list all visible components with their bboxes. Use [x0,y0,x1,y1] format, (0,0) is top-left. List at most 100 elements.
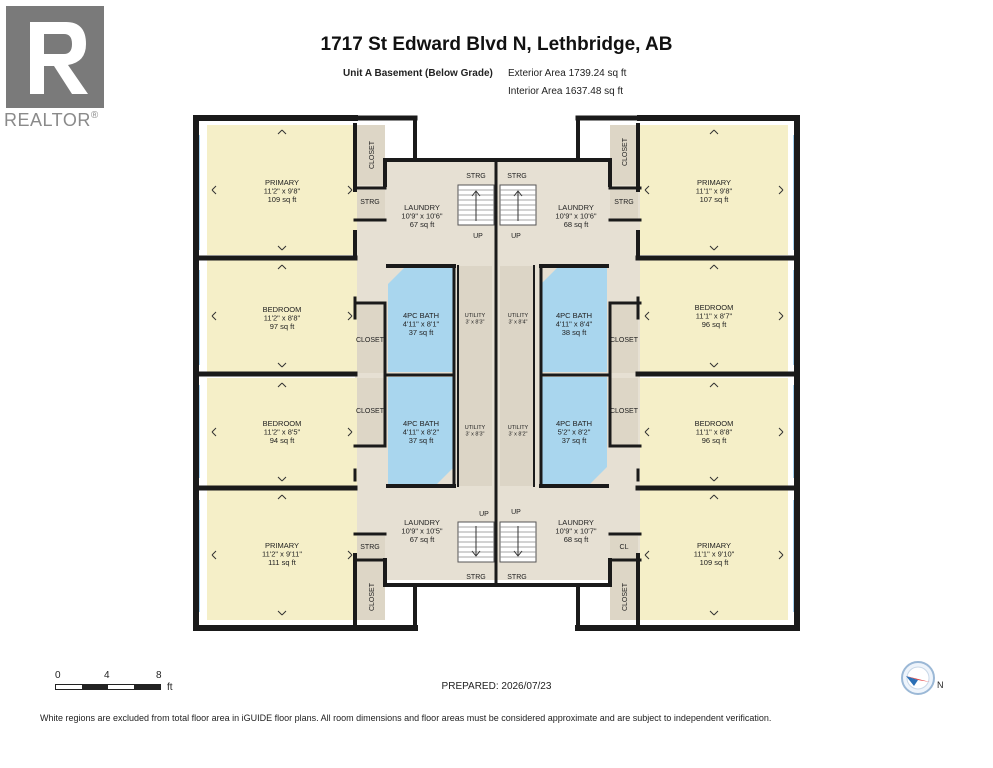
dim-arrow [277,129,287,135]
dim-arrow [778,311,784,321]
bedroom-floor [640,260,788,372]
realtor-wordmark: REALTOR® [4,110,99,130]
dim-arrow [709,476,719,482]
closet-label: CLOSET [610,337,639,344]
bedroom-floor [207,125,357,255]
dim-arrow [211,311,217,321]
closet-floor [610,305,638,373]
stair-arrow-head [471,190,481,197]
dim-arrow [778,550,784,560]
closet-floor [357,562,385,620]
closet-floor [357,125,385,185]
realtor-r-icon [30,22,88,94]
dim-arrow [211,550,217,560]
dim-arrow [277,610,287,616]
strg-label: STRG [360,199,379,206]
bedroom-floor [207,490,357,620]
closet-label: CLOSET [356,337,385,344]
closet-floor [357,536,385,562]
dim-arrow [277,382,287,388]
dim-arrow [347,185,353,195]
dim-arrow [644,550,650,560]
bedroom-floor [640,490,788,620]
dim-arrow [277,245,287,251]
dim-arrow [709,264,719,270]
up-label: UP [473,233,483,240]
stair-arrow-head [471,550,481,557]
dim-arrow [277,494,287,500]
dim-arrow [347,427,353,437]
dim-arrow [277,362,287,368]
closet-floor [610,562,638,620]
exterior-area: Exterior Area 1739.24 sq ft [508,68,627,79]
closet-floor [610,125,638,185]
dim-arrow [709,382,719,388]
strg-label: STRG [360,544,379,551]
strg-label: STRG [466,574,485,581]
strg-label: STRG [466,173,485,180]
dim-arrow [277,476,287,482]
bath-floor [541,377,607,485]
dim-arrow [277,264,287,270]
prepared-date: PREPARED: 2026/07/23 [441,681,552,692]
scale-label-4: 4 [104,670,110,681]
dimension-arrows [211,129,784,616]
dim-arrow [778,427,784,437]
bedroom-floor [640,125,788,255]
closet-label: CLOSET [622,582,629,611]
closet-label: CLOSET [610,408,639,415]
disclaimer: White regions are excluded from total fl… [40,713,772,723]
dim-arrow [644,311,650,321]
closet-label: CLOSET [369,582,376,611]
up-label: UP [511,233,521,240]
closet-floor [610,536,638,562]
strg-label: STRG [507,173,526,180]
dim-arrow [347,550,353,560]
strg-label: STRG [507,574,526,581]
bedroom-floor [207,378,357,486]
bath-floor [388,266,454,372]
dim-arrow [347,311,353,321]
compass-label: N [937,680,944,690]
closet-floor [357,305,385,373]
scale-label-8: 8 [156,670,162,681]
realtor-logo: REALTOR® [0,0,115,135]
dim-arrow [709,245,719,251]
closet-floor [610,378,638,446]
bedroom-floor [207,260,357,372]
stairs [457,184,537,563]
bedroom-floor [640,378,788,486]
dim-arrow [709,494,719,500]
stair-arrow-head [513,190,523,197]
plan-walls [193,115,800,631]
up-label: UP [511,509,521,516]
dim-arrow [709,610,719,616]
interior-area: Interior Area 1637.48 sq ft [508,86,624,97]
closet-label: CLOSET [356,408,385,415]
scale-label-0: 0 [55,670,61,681]
up-label: UP [479,511,489,518]
page-title: 1717 St Edward Blvd N, Lethbridge, AB [320,34,673,55]
closet-label: CLOSET [369,140,376,169]
cl-label: CL [620,544,629,551]
scale-ruler [55,684,161,690]
